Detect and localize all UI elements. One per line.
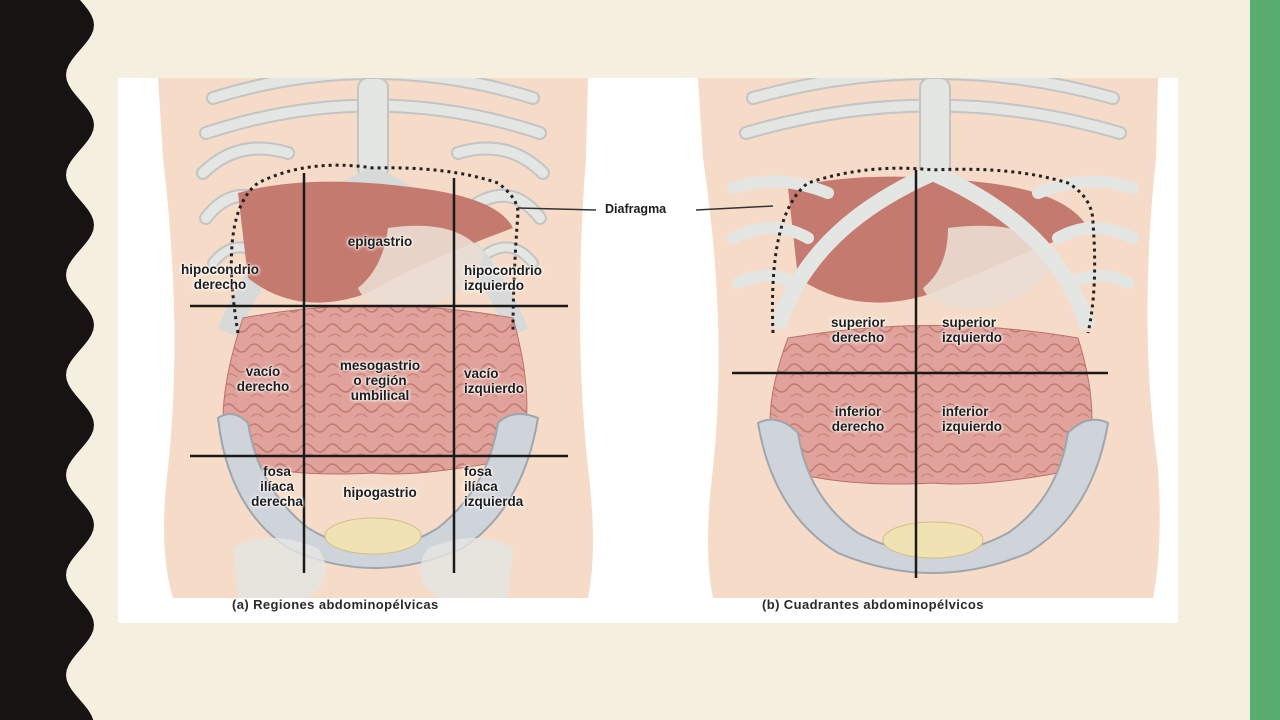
sternum-b: [919, 77, 951, 179]
liver: [238, 181, 513, 303]
costal-arch-b: [770, 164, 1096, 331]
label-vacio-izquierdo: vacío izquierdo: [464, 366, 524, 396]
label-superior-izquierdo: superior izquierdo: [942, 315, 1002, 345]
stomach: [358, 225, 483, 309]
sternum: [357, 77, 389, 179]
label-fosa-iliaca-derecha: fosa ilíaca derecha: [251, 464, 303, 509]
diaphragm-callout-line-right: [695, 205, 774, 211]
stomach-b: [923, 225, 1053, 309]
label-vacio-derecho: vacío derecho: [236, 364, 290, 394]
label-inferior-derecho: inferior derecho: [831, 404, 885, 434]
caption-panel-a: (a) Regiones abdominopélvicas: [232, 597, 439, 612]
ribs-side-b: [727, 175, 1139, 289]
right-accent-stripe: [1250, 0, 1280, 720]
label-hipocondrio-izquierdo: hipocondrio izquierdo: [464, 263, 542, 293]
panel-a-illustration: [158, 66, 593, 598]
caption-panel-b: (b) Cuadrantes abdominopélvicos: [762, 597, 984, 612]
intestines-b: [769, 325, 1093, 485]
label-epigastrio: epigastrio: [347, 234, 413, 249]
pelvis-b: [756, 418, 1110, 574]
wavy-band-shape: [0, 0, 94, 720]
left-decorative-band: [0, 0, 94, 720]
label-diafragma: Diafragma: [605, 202, 667, 216]
diaphragm-callout-line-left: [517, 207, 597, 211]
panel-b-illustration: [698, 66, 1160, 598]
bladder: [324, 517, 422, 555]
label-inferior-izquierdo: inferior izquierdo: [942, 404, 1002, 434]
anatomy-illustration: [158, 66, 1160, 598]
label-mesogastrio: mesogastrio o región umbilical: [339, 358, 421, 403]
label-fosa-iliaca-izquierda: fosa ilíaca izquierda: [464, 464, 524, 509]
label-superior-derecho: superior derecho: [830, 315, 886, 345]
label-hipogastrio: hipogastrio: [343, 485, 417, 500]
diaphragm-outline: [229, 163, 520, 334]
label-hipocondrio-derecho: hipocondrio derecho: [181, 262, 259, 292]
diaphragm-outline-b: [770, 166, 1097, 334]
abdominal-regions-figure: hipocondrio derecho epigastrio hipocondr…: [118, 66, 1178, 623]
bladder-b: [882, 521, 984, 559]
